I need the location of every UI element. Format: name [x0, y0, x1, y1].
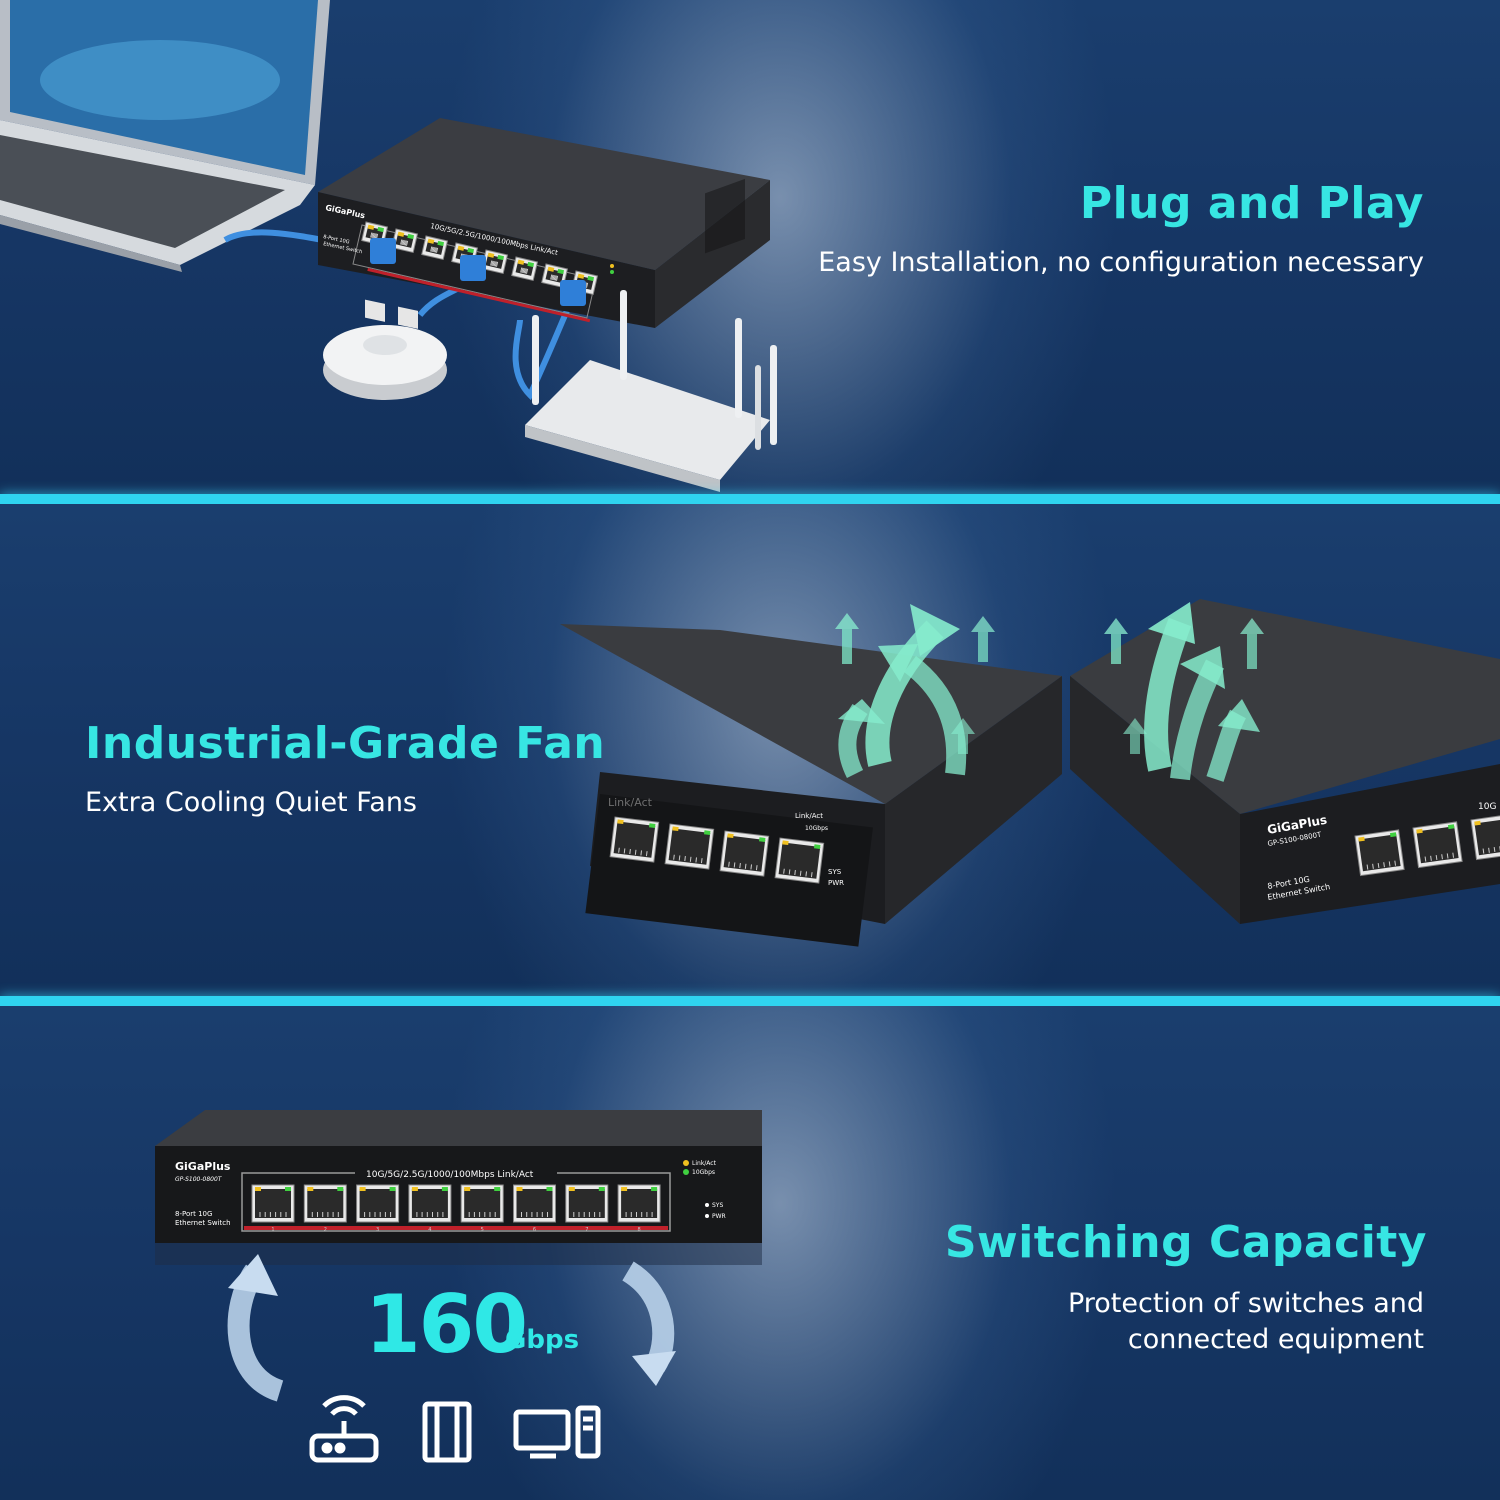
panel-switching-capacity: GiGaPlus GP-S100-0800T 8-Port 10G Ethern… — [0, 1006, 1500, 1500]
capacity-value: 160 — [365, 1278, 528, 1371]
port-number: 4 — [428, 1227, 431, 1233]
upload-arrow-icon — [227, 1254, 285, 1402]
led-sys-label: SYS — [712, 1202, 723, 1209]
led-pwr-label: PWR — [828, 879, 844, 887]
ethernet-port — [251, 1184, 295, 1223]
ethernet-port — [511, 256, 539, 282]
brand-label: GiGaPlus — [175, 1160, 231, 1173]
ethernet-port — [609, 816, 660, 863]
speed-label: 10G/5G/2.5G/1000/100Mbps Link/Act — [366, 1170, 534, 1180]
ethernet-port — [356, 1184, 400, 1223]
cable-connector — [460, 255, 486, 281]
ethernet-port — [719, 830, 770, 877]
ethernet-port — [421, 235, 449, 261]
network-switch: GiGaPlus GP-S100-0800T 8-Port 10G Ethern… — [155, 1110, 762, 1265]
cable-connector — [370, 238, 396, 264]
led-link-label: Link/Act — [795, 812, 823, 820]
section-title: Switching Capacity — [944, 1217, 1427, 1268]
section-subtitle: Extra Cooling Quiet Fans — [85, 787, 418, 818]
device-name-line1: 8-Port 10G — [323, 234, 351, 245]
desktop-computer-icon — [513, 1405, 601, 1459]
device-name-line1: 8-Port 10G — [175, 1210, 212, 1218]
led-link-label: Link/Act — [692, 1160, 717, 1167]
section-divider — [0, 996, 1500, 1006]
ethernet-port — [513, 1184, 556, 1223]
network-switch: GiGaPlus 8-Port 10G Ethernet Switch 10G/… — [318, 118, 770, 329]
capacity-illustration: GiGaPlus GP-S100-0800T 8-Port 10G Ethern… — [155, 1110, 762, 1463]
led-pwr-label: PWR — [712, 1213, 726, 1220]
port-number: 5 — [481, 1227, 484, 1233]
port-number: 1 — [271, 1227, 274, 1233]
network-switch: GiGaPlus GP-S100-0800T 8-Port 10G Ethern… — [1070, 599, 1500, 924]
ethernet-port — [774, 837, 825, 884]
section-subtitle-line1: Protection of switches and — [1067, 1288, 1424, 1319]
section-subtitle: Easy Installation, no configuration nece… — [818, 247, 1424, 278]
ethernet-port — [1354, 829, 1405, 877]
server-icon — [422, 1401, 472, 1463]
port-number: 2 — [324, 1227, 327, 1233]
cable-connector — [560, 280, 586, 306]
port-number: 6 — [533, 1227, 536, 1233]
ethernet-port — [617, 1184, 661, 1223]
laptop-icon — [0, 0, 330, 272]
speed-label-partial: Link/Act — [608, 796, 653, 809]
ethernet-port — [408, 1184, 452, 1223]
wifi-router-icon — [309, 1395, 379, 1463]
ethernet-port — [664, 823, 715, 870]
led-sys-label: SYS — [828, 868, 842, 876]
ethernet-port — [460, 1184, 504, 1223]
device-name-line2: Ethernet Switch — [175, 1219, 231, 1227]
port-number: 7 — [585, 1227, 588, 1233]
ethernet-port — [565, 1184, 609, 1223]
capacity-unit: Gbps — [505, 1325, 580, 1355]
led-10g-label: 10Gbps — [805, 825, 828, 832]
port-number: 8 — [638, 1227, 641, 1233]
ethernet-port — [541, 263, 569, 289]
section-title: Plug and Play — [1079, 178, 1424, 229]
section-title: Industrial-Grade Fan — [85, 718, 606, 769]
download-arrow-icon — [621, 1261, 676, 1386]
network-switch: Link/Act 10Gbps SYS PWR Link/Act — [560, 624, 1062, 947]
led-10g-label: 10Gbps — [692, 1169, 715, 1176]
airflow-arrow-icon — [835, 602, 1264, 782]
panel-plug-and-play: GiGaPlus 8-Port 10G Ethernet Switch 10G/… — [0, 0, 1500, 494]
model-label: GP-S100-0800T — [175, 1176, 223, 1183]
section-divider — [0, 494, 1500, 504]
speed-label-partial: 10G — [1478, 802, 1496, 812]
fan-illustration: Link/Act 10Gbps SYS PWR Link/Act GiGaPlu… — [560, 599, 1500, 947]
ethernet-port — [1412, 821, 1463, 869]
ethernet-port — [303, 1184, 347, 1223]
plug-and-play-illustration: GiGaPlus 8-Port 10G Ethernet Switch 10G/… — [0, 0, 777, 492]
section-subtitle-line2: connected equipment — [1127, 1324, 1424, 1355]
router-icon — [525, 290, 777, 492]
access-point-icon — [323, 325, 447, 400]
panel-industrial-fan: Link/Act 10Gbps SYS PWR Link/Act GiGaPlu… — [0, 504, 1500, 996]
ethernet-port — [1470, 813, 1500, 861]
port-number: 3 — [376, 1227, 379, 1233]
